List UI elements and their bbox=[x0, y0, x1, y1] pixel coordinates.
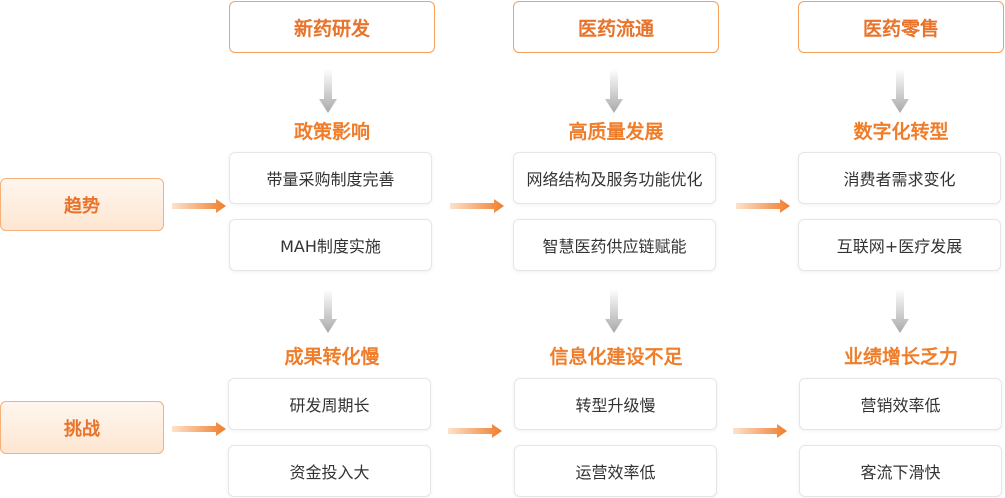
right-arrow-icon bbox=[172, 199, 226, 213]
down-arrow-icon bbox=[605, 289, 623, 333]
right-arrow-icon bbox=[450, 199, 504, 213]
challenge-item: 资金投入大 bbox=[228, 445, 431, 497]
down-arrow-icon bbox=[319, 289, 337, 333]
header-retail: 医药零售 bbox=[798, 1, 1004, 53]
challenge-item: 运营效率低 bbox=[514, 445, 717, 497]
header-rd-label: 新药研发 bbox=[293, 17, 370, 40]
row-label-trend-text: 趋势 bbox=[64, 195, 100, 217]
challenge-title-distribution: 信息化建设不足 bbox=[549, 346, 683, 368]
trend-item: MAH制度实施 bbox=[229, 219, 432, 271]
header-distribution: 医药流通 bbox=[513, 1, 719, 53]
down-arrow-icon bbox=[891, 289, 909, 333]
challenge-item: 研发周期长 bbox=[228, 378, 431, 430]
trend-item: 互联网+医疗发展 bbox=[798, 219, 1001, 271]
trend-item: 消费者需求变化 bbox=[798, 152, 1001, 204]
right-arrow-icon bbox=[733, 424, 787, 438]
header-retail-label: 医药零售 bbox=[862, 17, 939, 40]
trend-title-distribution: 高质量发展 bbox=[568, 121, 664, 143]
right-arrow-icon bbox=[448, 424, 502, 438]
header-distribution-label: 医药流通 bbox=[577, 17, 654, 40]
down-arrow-icon bbox=[891, 69, 909, 113]
trend-title-retail: 数字化转型 bbox=[853, 121, 949, 143]
right-arrow-icon bbox=[736, 199, 790, 213]
right-arrow-icon bbox=[172, 422, 226, 436]
trend-title-rd: 政策影响 bbox=[293, 121, 370, 143]
challenge-title-retail: 业绩增长乏力 bbox=[843, 346, 958, 368]
down-arrow-icon bbox=[319, 69, 337, 113]
challenge-item: 营销效率低 bbox=[799, 378, 1002, 430]
challenge-item: 客流下滑快 bbox=[799, 445, 1002, 497]
header-rd: 新药研发 bbox=[229, 1, 435, 53]
trend-item: 网络结构及服务功能优化 bbox=[513, 152, 716, 204]
trend-item: 智慧医药供应链赋能 bbox=[513, 219, 716, 271]
row-label-challenge: 挑战 bbox=[0, 401, 164, 454]
down-arrow-icon bbox=[605, 69, 623, 113]
challenge-title-rd: 成果转化慢 bbox=[284, 346, 380, 368]
row-label-challenge-text: 挑战 bbox=[64, 418, 100, 440]
trend-item: 带量采购制度完善 bbox=[229, 152, 432, 204]
row-label-trend: 趋势 bbox=[0, 178, 164, 231]
challenge-item: 转型升级慢 bbox=[514, 378, 717, 430]
